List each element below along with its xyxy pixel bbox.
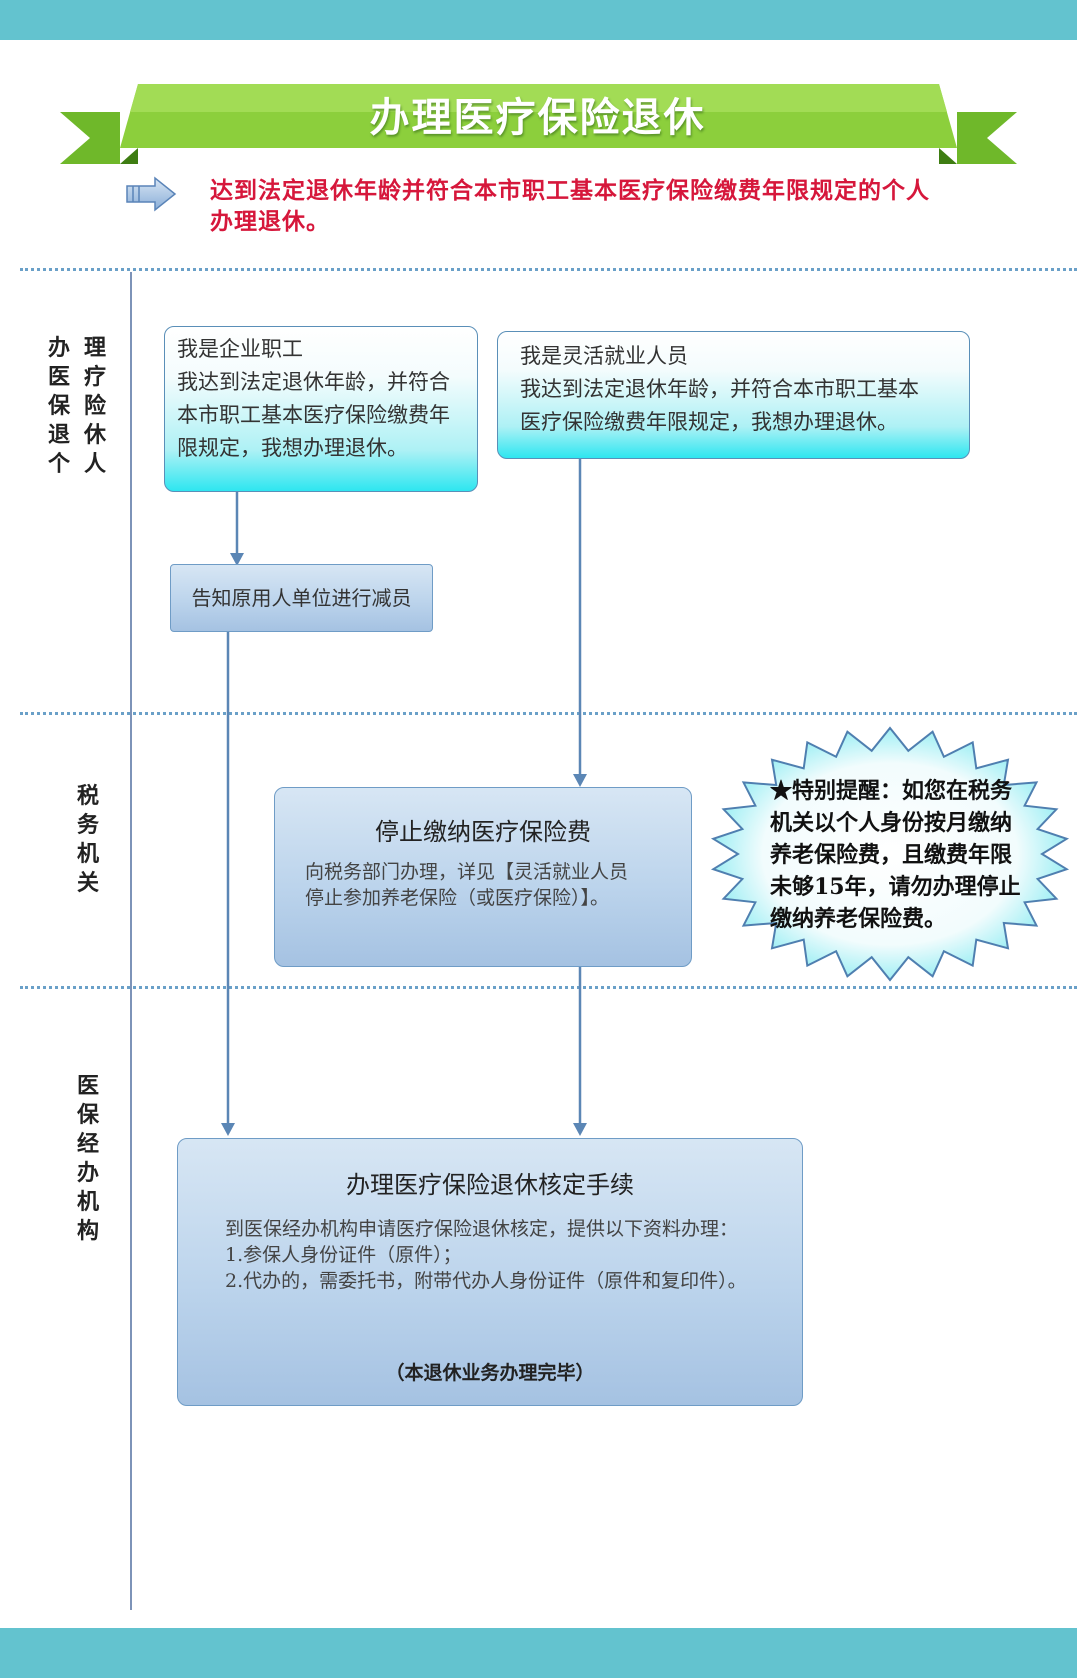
lane-divider: [20, 986, 1077, 989]
reminder-starburst: [710, 726, 1070, 982]
special-reminder-text: ★特别提醒：如您在税务 机关以个人身份按月缴纳 养老保险费，且缴费年限 未够15…: [770, 778, 1021, 932]
lane-label-tax: 税 务 机 关: [76, 784, 99, 896]
lane-label-medical: 医 保 经 办 机 构: [76, 1074, 99, 1244]
intro-text: 达到法定退休年龄并符合本市职工基本医疗保险缴费年限规定的个人 办理退休。: [210, 176, 1040, 238]
lane-divider: [20, 268, 1077, 271]
intro-line-1: 达到法定退休年龄并符合本市职工基本医疗保险缴费年限规定的个人: [210, 178, 930, 204]
completion-note: （本退休业务办理完毕）: [385, 1362, 595, 1384]
top-band: [0, 0, 1077, 40]
box-body: 到医保经办机构申请医疗保险退休核定，提供以下资料办理： 1.参保人身份证件（原件…: [225, 1218, 747, 1292]
page-title: 办理医疗保险退休: [369, 95, 706, 141]
right-arrow-icon: [126, 176, 177, 212]
box-body: 向税务部门办理，详见【灵活就业人员 停止参加养老保险（或医疗保险）】。: [305, 861, 629, 909]
box-title: 我是企业职工: [177, 337, 303, 361]
box-title: 我是灵活就业人员: [520, 344, 688, 368]
box-title: 停止缴纳医疗保险费: [375, 818, 591, 846]
box-stop-payment: 停止缴纳医疗保险费 向税务部门办理，详见【灵活就业人员 停止参加养老保险（或医疗…: [274, 787, 692, 967]
box-title: 办理医疗保险退休核定手续: [346, 1171, 634, 1199]
box-retirement-verification: 办理医疗保险退休核定手续 到医保经办机构申请医疗保险退休核定，提供以下资料办理：…: [177, 1138, 803, 1406]
bottom-band: [0, 1628, 1077, 1678]
box-notify-employer: 告知原用人单位进行减员: [170, 564, 433, 632]
lane-label-divider: [130, 272, 132, 1610]
box-enterprise-employee: 我是企业职工 我达到法定退休年龄，并符合 本市职工基本医疗保险缴费年 限规定，我…: [164, 326, 478, 492]
intro-line-2: 办理退休。: [210, 209, 330, 235]
lane-divider: [20, 712, 1077, 715]
title-ribbon: [60, 84, 1017, 164]
starburst-shape: [710, 726, 1070, 982]
lane-label-individual: 办 理 医 疗 保 险 退 休 个 人: [48, 336, 106, 477]
box-flexible-employment: 我是灵活就业人员 我达到法定退休年龄，并符合本市职工基本 医疗保险缴费年限规定，…: [497, 331, 970, 459]
